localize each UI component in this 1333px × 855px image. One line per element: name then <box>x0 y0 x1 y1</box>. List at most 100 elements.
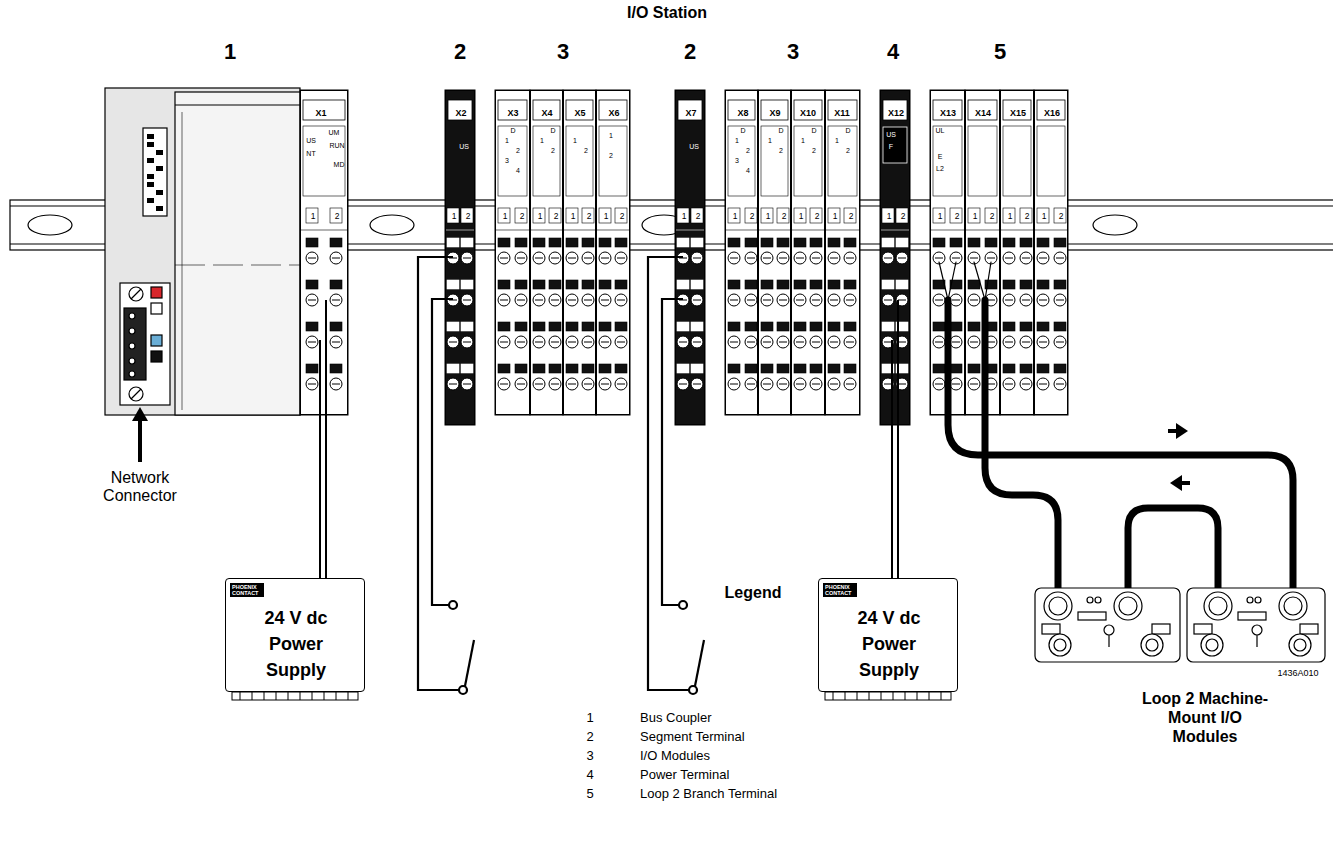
terminal-point <box>549 252 561 264</box>
label-window <box>448 100 472 120</box>
power-supply: PHOENIX CONTACT24 V dc Power Supply <box>818 578 958 692</box>
callout-number: 5 <box>994 39 1006 64</box>
terminal-slot <box>952 384 960 385</box>
terminal-release <box>794 322 806 331</box>
terminal-release <box>1020 238 1032 247</box>
led-label: 1 <box>540 137 544 145</box>
terminal-point <box>582 336 594 348</box>
terminal-release <box>549 322 561 331</box>
terminal-number: 2 <box>782 212 787 222</box>
terminal-slot <box>812 384 820 385</box>
station-title: I/O Station <box>627 4 707 22</box>
terminal-point <box>1037 336 1049 348</box>
module-body <box>880 90 910 425</box>
terminal-point <box>599 378 611 390</box>
terminal-slot <box>1056 342 1064 343</box>
terminal-release <box>1003 280 1015 289</box>
terminal-slot <box>730 258 738 259</box>
terminal-slot <box>584 300 592 301</box>
module-housing <box>758 90 791 415</box>
terminal-release <box>447 280 459 289</box>
terminal-point <box>745 378 757 390</box>
terminal-module: X1UMUSRUNNTMD12 <box>300 90 348 415</box>
terminal-point <box>447 378 459 390</box>
terminal-release <box>677 364 689 373</box>
terminal-slot <box>952 342 960 343</box>
terminal-module: X1412 <box>965 90 1000 415</box>
legend-number: 3 <box>586 749 593 764</box>
terminal-slot <box>830 342 838 343</box>
module-label: X6 <box>608 108 619 118</box>
led-label: US <box>886 131 896 139</box>
terminal-number-window <box>566 208 578 223</box>
terminal-release <box>599 364 611 373</box>
terminal-slot <box>517 300 525 301</box>
module-body <box>596 90 630 415</box>
terminal-slot <box>730 300 738 301</box>
terminal-slot <box>617 258 625 259</box>
led-field <box>303 126 345 196</box>
terminal-slot <box>332 384 340 385</box>
terminal-point <box>794 336 806 348</box>
terminal-point <box>933 378 945 390</box>
terminal-number-window <box>447 208 459 223</box>
terminal-point <box>615 378 627 390</box>
terminal-release <box>447 238 459 247</box>
terminal-slot <box>970 300 978 301</box>
module-label: X11 <box>834 108 850 118</box>
module-label: X16 <box>1044 108 1060 118</box>
bus-coupler-body <box>105 88 300 415</box>
terminal-point <box>461 252 473 264</box>
terminal-slot <box>830 258 838 259</box>
terminal-slot <box>693 300 701 301</box>
terminal-release <box>1054 364 1066 373</box>
terminal-module: X9D1212 <box>758 90 791 415</box>
terminal-slot <box>987 258 995 259</box>
terminal-slot <box>935 300 943 301</box>
terminal-release <box>828 322 840 331</box>
terminal-point <box>533 378 545 390</box>
terminal-point <box>794 252 806 264</box>
legend-text: Segment Terminal <box>640 730 745 745</box>
label-window <box>678 100 702 120</box>
led-label: 2 <box>551 147 555 155</box>
module-label: X7 <box>685 108 696 118</box>
terminal-point <box>950 294 962 306</box>
led-label: UL <box>936 127 945 135</box>
terminal-release <box>691 238 703 247</box>
terminal-point <box>828 378 840 390</box>
led-label: 2 <box>516 147 520 155</box>
callout-label: Network Connector <box>88 469 192 506</box>
terminal-slot <box>1005 300 1013 301</box>
terminal-number-window <box>461 208 473 223</box>
terminal-number-window <box>498 208 510 223</box>
terminal-release <box>810 238 822 247</box>
terminal-number: 2 <box>901 212 906 222</box>
divider <box>445 230 475 231</box>
legend-number: 2 <box>586 730 593 745</box>
divider <box>880 230 910 231</box>
segment-terminal: X12USF12 <box>880 90 910 425</box>
terminal-number-window <box>810 208 822 223</box>
module-body <box>1000 90 1034 415</box>
terminal-point <box>828 252 840 264</box>
terminal-point <box>306 336 318 348</box>
power-cable <box>320 415 326 578</box>
module-housing <box>825 90 860 415</box>
terminal-point <box>745 294 757 306</box>
terminal-number: 2 <box>335 212 340 222</box>
supply-label: 24 V dc Power Supply <box>841 605 937 683</box>
terminal-release <box>447 322 459 331</box>
terminal-number: 1 <box>766 212 771 222</box>
terminal-point <box>1037 378 1049 390</box>
terminal-release <box>599 322 611 331</box>
terminal-point <box>761 252 773 264</box>
terminal-point <box>691 252 703 264</box>
terminal-point <box>549 378 561 390</box>
module-label: X9 <box>769 108 780 118</box>
terminal-slot <box>1056 300 1064 301</box>
terminal-point <box>566 252 578 264</box>
terminal-number-window <box>985 208 997 223</box>
network-arrow <box>132 407 148 462</box>
terminal-point <box>447 336 459 348</box>
